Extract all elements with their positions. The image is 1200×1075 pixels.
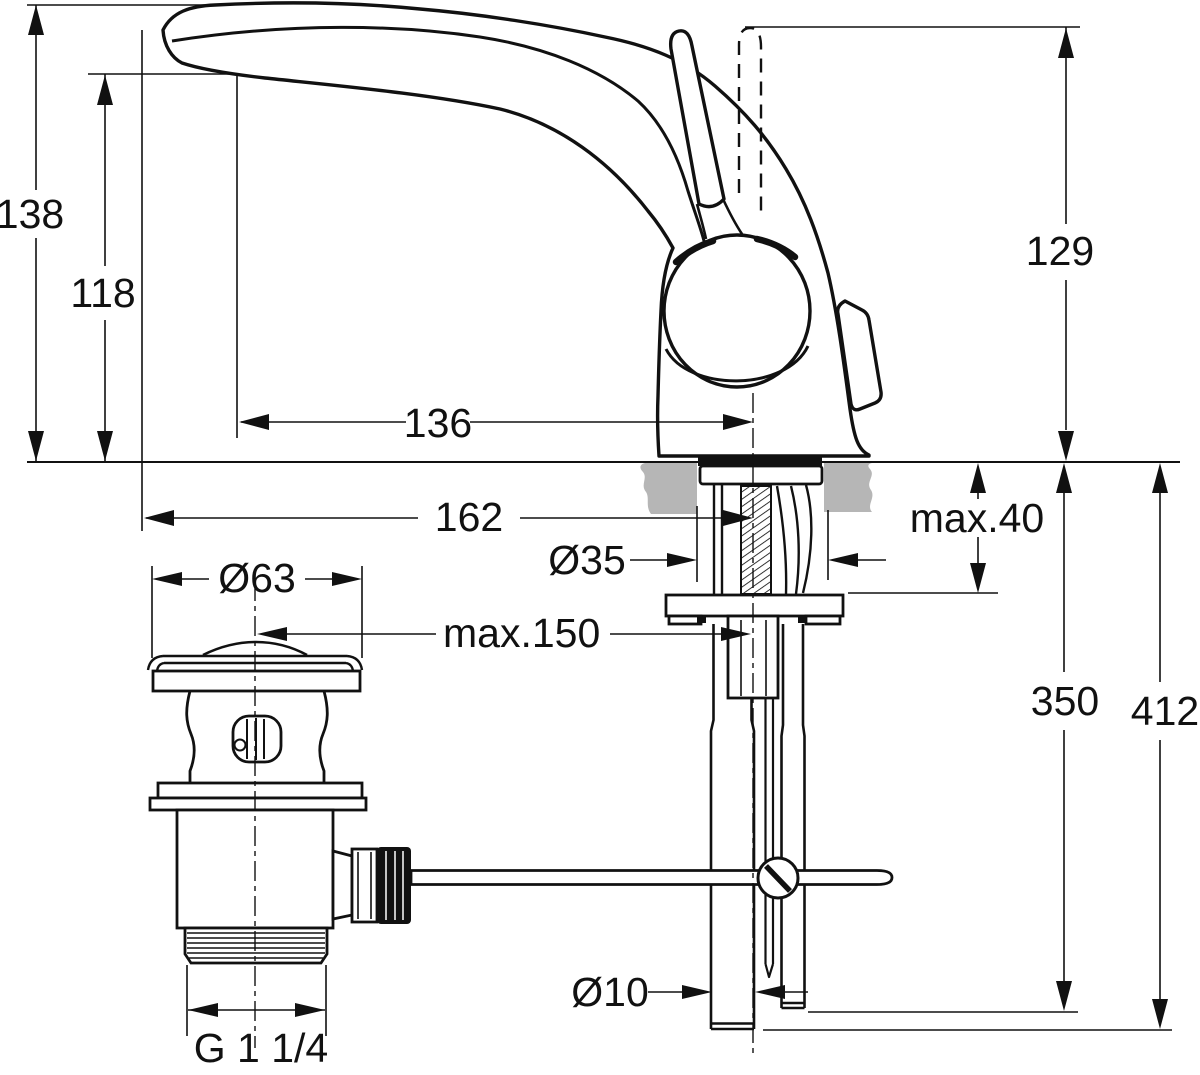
- dim-spout-projection: 162: [141, 30, 753, 540]
- dim-10-arrows: [682, 985, 785, 999]
- pull-rod: [764, 698, 775, 979]
- dim-hole-diameter: Ø35: [548, 506, 886, 583]
- right-pipe: [780, 624, 806, 1010]
- dim-118-lines: [88, 73, 237, 461]
- dim-138-lines: [27, 4, 210, 461]
- side-tab: [835, 299, 883, 412]
- left-supply-pipe-upper: [712, 484, 724, 595]
- side-outlet-neck: [331, 849, 354, 921]
- dim-outlet-projection: 136: [236, 74, 753, 446]
- screw-dot: [233, 738, 247, 752]
- knurled-nut: [377, 847, 411, 924]
- side-outlet-cylinder: [350, 847, 379, 924]
- clamp-screw-slot: [764, 864, 792, 893]
- dim-waste-thread: G 1 1/4: [186, 965, 328, 1071]
- handle-raised-outline: [737, 26, 763, 216]
- dim-63-lines: [151, 566, 363, 658]
- faucet-silhouette: [161, 1, 871, 458]
- cartridge-top-dash-right: [753, 235, 799, 261]
- dim-spout-height: 138: [0, 4, 210, 461]
- dim-pipe-diameter: Ø10: [571, 969, 808, 1015]
- countertop-section: [27, 461, 1180, 514]
- dim-label-handle-height: 129: [1026, 228, 1094, 274]
- dim-deck-thickness: max.40: [848, 463, 1044, 594]
- mounting-flange: [664, 593, 845, 618]
- dim-label-hose-length: 350: [1031, 678, 1099, 724]
- dim-label-hole-diameter: Ø35: [548, 537, 626, 583]
- dim-label-pipe-diameter: Ø10: [571, 969, 649, 1015]
- screw-slot-lines: [246, 718, 265, 760]
- horizontal-rod: [409, 869, 894, 886]
- waste-lower-lip: [148, 796, 368, 812]
- flange-seal-right: [798, 617, 807, 623]
- flange-seal-left: [697, 617, 706, 623]
- dim-outlet-height: 118: [70, 73, 237, 461]
- mounting-hardware: [664, 464, 845, 1031]
- dim-label-outlet-projection: 136: [404, 400, 472, 446]
- dim-label-outlet-height: 118: [70, 270, 135, 316]
- waste-thread-lines: [187, 932, 325, 959]
- flex-hose: [775, 484, 813, 595]
- dim-max40-arrows: [970, 463, 986, 593]
- cartridge-lower-rim: [664, 345, 810, 383]
- dim-handle-height: 129: [745, 26, 1094, 461]
- dim-waste-lever-reach: max.150: [257, 610, 751, 656]
- dim-label-waste-lever-reach: max.150: [443, 610, 600, 656]
- dim-label-plug-diameter: Ø63: [218, 555, 296, 601]
- dim-max40-lines: [848, 493, 998, 594]
- lever-fairing: [695, 198, 744, 240]
- spout-top-inner-edge: [171, 25, 706, 242]
- side-outlet-lines: [357, 852, 372, 919]
- flange-foot-left: [667, 614, 703, 626]
- handle-lever: [668, 29, 726, 209]
- dim-35-lines: [630, 506, 886, 582]
- waste-neck: [185, 690, 329, 783]
- waste-upper-flange: [151, 669, 362, 693]
- dim-350-lines: [808, 493, 1078, 1013]
- cartridge-housing: [662, 233, 812, 389]
- lift-rod-linkage: [409, 856, 894, 900]
- dim-g114-arrows: [188, 1003, 325, 1017]
- dim-412-lines: [763, 493, 1172, 1031]
- waste-thread-body: [183, 926, 329, 965]
- cartridge-top-dash-left: [672, 237, 717, 266]
- centerlines: [254, 393, 754, 1055]
- base-seal: [698, 464, 824, 486]
- pop-up-waste: [146, 640, 411, 965]
- plug-dome: [202, 640, 308, 657]
- dim-pipe-length: 412: [763, 463, 1199, 1031]
- dim-label-spout-projection: 162: [435, 494, 503, 540]
- counter-section-right: [824, 463, 873, 512]
- threaded-stud: [740, 485, 772, 595]
- dim-hose-length: 350: [808, 463, 1099, 1013]
- base-gasket-bar: [698, 456, 822, 466]
- faucet-body: [161, 1, 883, 466]
- dim-label-pipe-length: 412: [1131, 688, 1199, 734]
- flange-foot-right: [804, 614, 842, 626]
- dim-129-lines: [745, 26, 1080, 430]
- dim-plug-diameter: Ø63: [151, 555, 363, 658]
- dim-label-deck-thickness: max.40: [910, 495, 1044, 541]
- dim-label-spout-height: 138: [0, 191, 64, 237]
- knurl-ridges: [385, 851, 404, 920]
- counter-section-left: [640, 463, 697, 514]
- dim-162-lines: [141, 30, 727, 531]
- waste-lower-flange: [156, 781, 364, 800]
- dim-label-waste-thread: G 1 1/4: [194, 1025, 328, 1071]
